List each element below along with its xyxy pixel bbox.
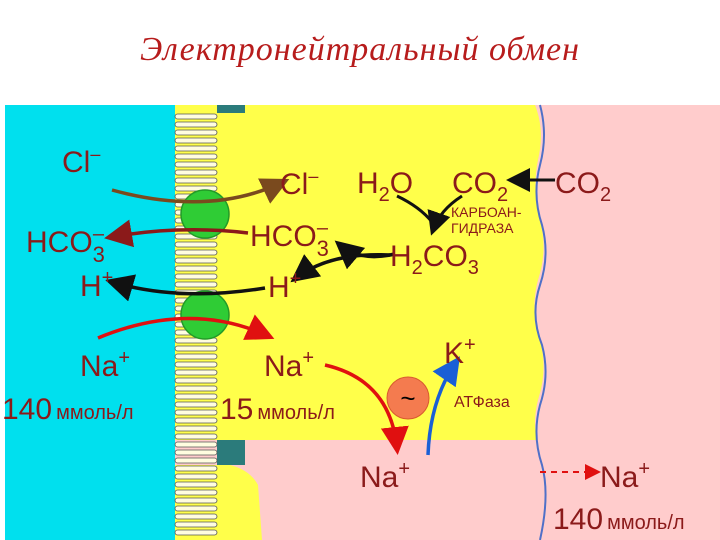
k-label: K+ bbox=[444, 334, 476, 370]
microvillus bbox=[174, 433, 218, 440]
microvillus bbox=[174, 361, 218, 368]
lumen-na-label: Na+ bbox=[80, 347, 130, 383]
cell-hco3-label: HCO3– bbox=[250, 217, 329, 261]
microvillus bbox=[174, 513, 218, 520]
cl-arrow bbox=[111, 178, 290, 204]
h2co3-label: H2CO3 bbox=[390, 240, 479, 279]
microvillus bbox=[174, 145, 218, 152]
microvillus bbox=[174, 129, 218, 136]
cell-na-label: Na+ bbox=[264, 347, 314, 383]
microvillus bbox=[174, 417, 218, 424]
na-h-exchanger bbox=[180, 290, 230, 340]
microvillus bbox=[174, 265, 218, 272]
microvillus bbox=[174, 345, 218, 352]
pump-symbol: ~ bbox=[400, 383, 415, 413]
k-arrow bbox=[426, 356, 460, 456]
microvillus bbox=[174, 497, 218, 504]
enzyme-label-line2: ГИДРАЗА bbox=[451, 220, 514, 236]
microvillus bbox=[174, 529, 218, 536]
microvillus bbox=[174, 481, 218, 488]
microvillus bbox=[174, 409, 218, 416]
microvillus bbox=[174, 273, 218, 280]
microvillus bbox=[174, 153, 218, 160]
lumen-h-label: H+ bbox=[80, 267, 113, 303]
hco3-arrow bbox=[104, 219, 249, 248]
microvillus bbox=[174, 385, 218, 392]
epithelial-cell bbox=[175, 105, 544, 440]
cell-co2-label: CO2 bbox=[452, 167, 508, 206]
tight-junction bbox=[217, 440, 245, 465]
na-k-pump bbox=[386, 376, 430, 420]
na-out-label: Na+ bbox=[360, 458, 410, 494]
microvillus bbox=[174, 401, 218, 408]
microvillus bbox=[174, 353, 218, 360]
microvillus bbox=[174, 121, 218, 128]
microvillus bbox=[174, 505, 218, 512]
h-from-h2co3-arrow bbox=[290, 252, 391, 283]
microvillus bbox=[174, 489, 218, 496]
h-exit-arrow bbox=[105, 274, 266, 302]
lumen-hco3-label: HCO3– bbox=[26, 223, 105, 267]
basement-membrane bbox=[534, 104, 547, 540]
na-to-pump-arrow bbox=[324, 363, 409, 455]
cell-h-label: H+ bbox=[268, 268, 301, 304]
microvillus bbox=[174, 393, 218, 400]
lumen-cl-label: Cl– bbox=[62, 144, 100, 179]
cell-cl-label: Cl– bbox=[280, 166, 318, 201]
microvillus bbox=[174, 449, 218, 456]
microvillus bbox=[174, 425, 218, 432]
co2-to-enzyme-arrow bbox=[427, 194, 463, 236]
microvillus bbox=[174, 457, 218, 464]
page-title: Электронейтральный обмен bbox=[140, 31, 580, 68]
microvillus bbox=[174, 369, 218, 376]
microvillus bbox=[174, 161, 218, 168]
interstitial-co2-label: CO2 bbox=[555, 167, 611, 206]
microvillus bbox=[174, 177, 218, 184]
enzyme-label-line1: КАРБОАН- bbox=[451, 204, 522, 220]
microvillus bbox=[174, 281, 218, 288]
microvillus bbox=[174, 169, 218, 176]
h2o-label: H2O bbox=[357, 167, 413, 206]
na-entry-arrow bbox=[97, 314, 275, 340]
atpase-label: АТФаза bbox=[454, 394, 510, 411]
microvillus bbox=[174, 377, 218, 384]
microvillus bbox=[174, 113, 218, 120]
tight-junction-top bbox=[217, 105, 245, 113]
microvillus bbox=[174, 521, 218, 528]
interstitial-na-label: Na+ bbox=[600, 458, 650, 494]
microvillus bbox=[174, 257, 218, 264]
microvillus bbox=[174, 241, 218, 248]
microvillus bbox=[174, 441, 218, 448]
microvillus bbox=[174, 473, 218, 480]
microvillus bbox=[174, 249, 218, 256]
microvillus bbox=[174, 465, 218, 472]
microvillus bbox=[174, 137, 218, 144]
